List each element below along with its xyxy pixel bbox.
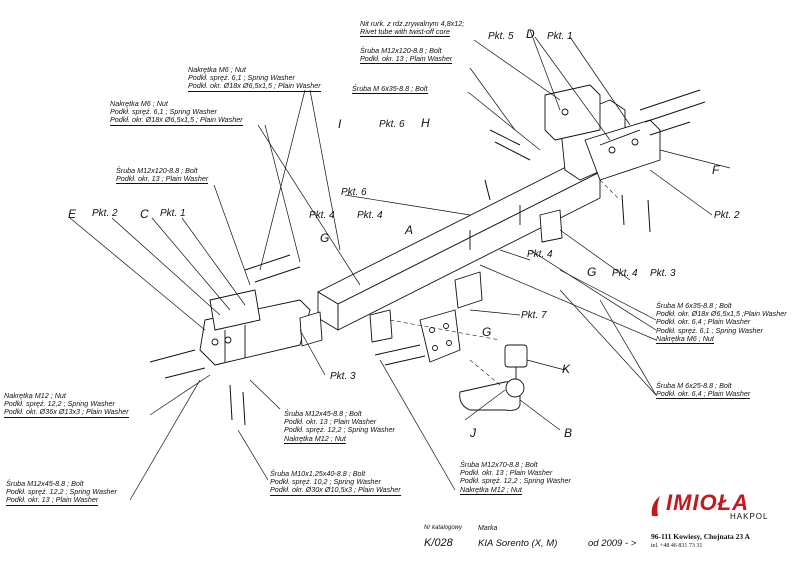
callout-bolt-m12x45-center-line1: Śruba M12x45-8.8 ; Bolt (284, 409, 362, 418)
callout-right-big-line1: Śruba M 6x35-8.8 ; Bolt (656, 301, 732, 310)
pkt-4a-label: Pkt. 4 (309, 210, 335, 221)
callout-nut-m6-b-line3: Podkł. okr. Ø18x Ø6,5x1,5 ; Plain Washer (110, 115, 243, 126)
callout-bolt-m10-line1: Śruba M10x1,25x40-8.8 ; Bolt (270, 469, 366, 478)
pkt-1-top-label: Pkt. 1 (547, 31, 573, 42)
pkt-7-label: Pkt. 7 (521, 310, 547, 321)
callout-nut-m6-b: Nakrętka M6 ; Nut Podkł. spręż. 6,1 ; Sp… (110, 99, 243, 126)
callout-bolt-m12x45-center-line3: Podkł. spręż. 12,2 ; Spring Washer (284, 425, 395, 435)
callout-right-small-line2: Podkł. okr. 6,4 ; Plain Washer (656, 389, 751, 400)
pkt-5-label: Pkt. 5 (488, 31, 514, 42)
callout-bolt-m12x70: Śruba M12x70-8.8 ; Bolt Podkł. okr. 13 ;… (460, 460, 571, 495)
pkt-4c-label: Pkt. 4 (527, 249, 553, 260)
company-logo: IMIOŁA HAKPOL (648, 490, 798, 522)
callout-bolt-m6x35-top-line1: Śruba M 6x35-8.8 ; Bolt (352, 84, 428, 95)
callout-bolt-left-line1: Śruba M12x120-8.8 ; Bolt (116, 166, 198, 175)
year-value: od 2009 - > (588, 538, 637, 549)
letter-g-1: G (320, 231, 330, 245)
callout-bolt-m6x35-top: Śruba M 6x35-8.8 ; Bolt (352, 84, 428, 95)
catalog-value: K/028 (424, 537, 453, 549)
callout-right-big: Śruba M 6x35-8.8 ; Bolt Podkł. okr. Ø18x… (656, 301, 787, 345)
pkt-2-right-label: Pkt. 2 (714, 210, 740, 221)
letter-d: D (526, 27, 535, 41)
callout-bolt-m12x70-line2: Podkł. okr. 13 ; Plain Washer (460, 468, 553, 478)
letter-g-2: G (587, 265, 597, 279)
callout-bolt-m12x70-line4: Nakrętka M12 ; Nut (460, 484, 522, 495)
callout-right-big-line4: Podkł. spręż. 6,1 ; Spring Washer (656, 325, 763, 335)
callout-nut-m6-a-line2: Podkł. spręż. 6,1 ; Spring Washer (188, 73, 295, 83)
callout-bolt-top-line1: Śruba M12x120-8.8 ; Bolt (360, 46, 442, 55)
callout-bolt-m12x70-line3: Podkł. spręż. 12,2 ; Spring Washer (460, 476, 571, 486)
letter-a: A (405, 223, 414, 237)
callout-bolt-left: Śruba M12x120-8.8 ; Bolt Podkł. okr. 13 … (116, 166, 209, 185)
letter-b: B (564, 426, 573, 440)
hitch-mount-plate (419, 309, 461, 363)
callout-bolt-m12x45-left-line2: Podkł. spręż. 12,2 ; Spring Washer (6, 487, 117, 497)
pkt-3-right-label: Pkt. 3 (650, 268, 676, 279)
logo-swoosh-icon (651, 496, 660, 516)
leader-lines (69, 29, 731, 501)
logo-text: IMIOŁA (666, 490, 749, 515)
callout-nut-m6-b-line2: Podkł. spręż. 6,1 ; Spring Washer (110, 107, 217, 117)
callout-bolt-left-line2: Podkł. okr. 13 ; Plain Washer (116, 174, 209, 185)
pkt-4b-label: Pkt. 4 (357, 210, 383, 221)
ball-hitch (459, 344, 528, 411)
letter-e: E (68, 207, 77, 221)
pkt-6b-label: Pkt. 6 (341, 187, 367, 198)
callout-bolt-m10-line2: Podkł. spręż. 10,2 ; Spring Washer (270, 477, 381, 487)
callout-nut-m12-line2: Podkł. spręż. 12,2 ; Spring Washer (4, 399, 115, 409)
letter-i: I (338, 117, 342, 131)
callout-bolt-top: Śruba M12x120-8.8 ; Bolt Podkł. okr. 13 … (360, 46, 453, 65)
callout-nut-m12: Nakrętka M12 ; Nut Podkł. spręż. 12,2 ; … (4, 391, 129, 418)
callout-nut-m12-line3: Podkł. okr. Ø36x Ø13x3 ; Plain Washer (4, 407, 129, 418)
company-phone: tel. +48 46 831 73 31 (651, 543, 703, 549)
callout-bolt-m12x45-center: Śruba M12x45-8.8 ; Bolt Podkł. okr. 13 ;… (284, 409, 395, 444)
dashed-guides (389, 179, 621, 386)
callout-bolt-top-line2: Podkł. okr. 13 ; Plain Washer (360, 54, 453, 65)
callout-bolt-m12x45-left-line1: Śruba M12x45-8.8 ; Bolt (6, 479, 84, 488)
callout-right-small-line1: Śruba M 6x25-8.8 ; Bolt (656, 381, 732, 390)
pkt-3-left-label: Pkt. 3 (330, 371, 356, 382)
callout-bolt-m12x45-center-line4: Nakrętka M12 ; Nut (284, 433, 346, 444)
callout-rivet-line2: Rivet tube with twist-off core (360, 27, 450, 38)
letter-h: H (421, 116, 430, 130)
letter-f: F (712, 163, 720, 177)
callout-nut-m6-a: Nakrętka M6 ; Nut Podkł. spręż. 6,1 ; Sp… (188, 65, 321, 92)
brand-label: Marka (478, 525, 498, 532)
callout-right-big-line3: Podkł. okr. 6,4 ; Plain Washer (656, 317, 751, 327)
callout-nut-m6-a-line3: Podkł. okr. Ø18x Ø6,5x1,5 ; Plain Washer (188, 81, 321, 92)
letter-c: C (140, 207, 149, 221)
callout-bolt-m10: Śruba M10x1,25x40-8.8 ; Bolt Podkł. sprę… (270, 469, 401, 496)
letter-k: K (562, 362, 571, 376)
pkt-4d-label: Pkt. 4 (612, 268, 638, 279)
catalog-label: Nr katalogowy (424, 525, 463, 531)
crossbar-beam (317, 159, 601, 331)
callout-bolt-m12x70-line1: Śruba M12x70-8.8 ; Bolt (460, 460, 538, 469)
callout-nut-m12-line1: Nakrętka M12 ; Nut (4, 391, 66, 400)
callout-nut-m6-a-line1: Nakrętka M6 ; Nut (188, 65, 246, 74)
letter-g-3: G (482, 325, 492, 339)
pkt-6a-label: Pkt. 6 (379, 119, 405, 130)
callout-nut-m6-b-line1: Nakrętka M6 ; Nut (110, 99, 168, 108)
pkt-1-left-label: Pkt. 1 (160, 208, 186, 219)
letter-j: J (470, 426, 476, 440)
company-address: 96-111 Kowiesy, Chojnata 23 A (651, 532, 750, 541)
callout-right-big-line5: Nakrętka M6 ; Nut (656, 333, 714, 345)
callout-bolt-m12x45-left-line3: Podkł. okr. 13 ; Plain Washer (6, 495, 99, 506)
pkt-2-left-label: Pkt. 2 (92, 208, 118, 219)
bolt-set (149, 89, 706, 426)
callout-right-big-line2: Podkł. okr. Ø18x Ø6,5x1,5 ;Plain Washer (656, 309, 787, 319)
callout-bolt-m12x45-left: Śruba M12x45-8.8 ; Bolt Podkł. spręż. 12… (6, 479, 117, 506)
callout-bolt-m10-line3: Podkł. okr. Ø30x Ø10,5x3 ; Plain Washer (270, 485, 401, 496)
brand-value: KIA Sorento (X, M) (478, 538, 558, 549)
small-brackets (299, 209, 563, 347)
top-bracket (544, 84, 601, 141)
left-bracket (199, 289, 311, 366)
logo-subtext: HAKPOL (730, 512, 769, 521)
callout-bolt-m12x45-center-line2: Podkł. okr. 13 ; Plain Washer (284, 417, 377, 427)
callout-rivet-line1: Nit rurk. z rdz.zrywalnym 4,8x12; (360, 19, 465, 28)
callout-right-small: Śruba M 6x25-8.8 ; Bolt Podkł. okr. 6,4 … (656, 381, 751, 400)
callout-rivet: Nit rurk. z rdz.zrywalnym 4,8x12; Rivet … (360, 19, 465, 38)
